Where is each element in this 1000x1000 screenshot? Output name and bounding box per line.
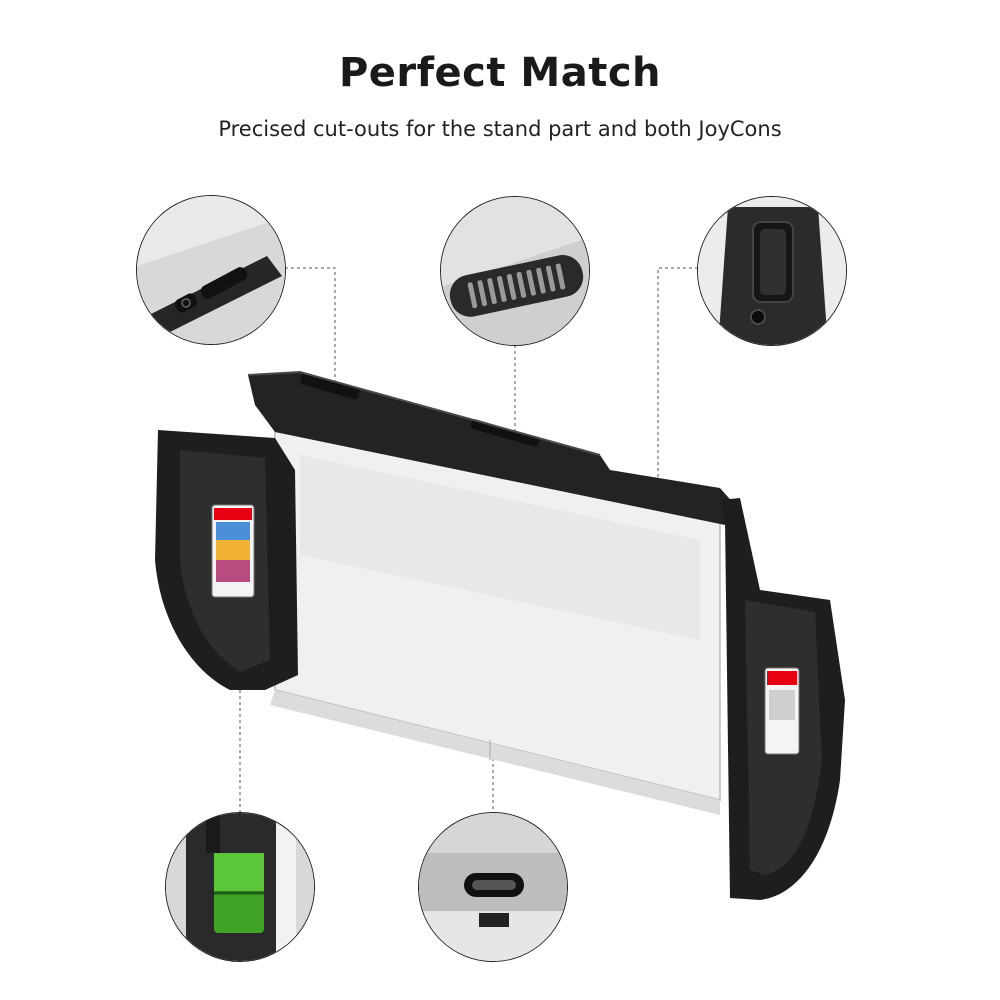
vent-grille-icon <box>449 255 584 317</box>
callout-leader-lines <box>239 267 698 812</box>
power-volume-buttons-icon <box>174 267 248 313</box>
leader-line-top-left <box>285 267 336 385</box>
page-subtitle: Precised cut-outs for the stand part and… <box>218 117 782 141</box>
usb-c-port-icon <box>464 873 524 927</box>
leader-line-top-right <box>657 267 698 490</box>
case-top-rail <box>247 370 735 525</box>
callout-headphone-jack <box>697 196 847 346</box>
callout-power-volume-buttons <box>136 195 286 345</box>
headphone-jack-icon <box>750 221 794 325</box>
case-left-grip <box>155 430 298 690</box>
callout-joycon-rail <box>165 812 315 962</box>
callout-vent-grille <box>440 196 590 346</box>
game-cartridge-right <box>764 667 800 755</box>
transparent-shell <box>270 429 721 815</box>
joycon-rail-icon <box>206 813 264 933</box>
page-title: Perfect Match <box>338 50 662 96</box>
case-right-grip <box>720 498 845 900</box>
game-cartridge-left <box>211 504 255 598</box>
callout-usb-c-port <box>418 812 568 962</box>
